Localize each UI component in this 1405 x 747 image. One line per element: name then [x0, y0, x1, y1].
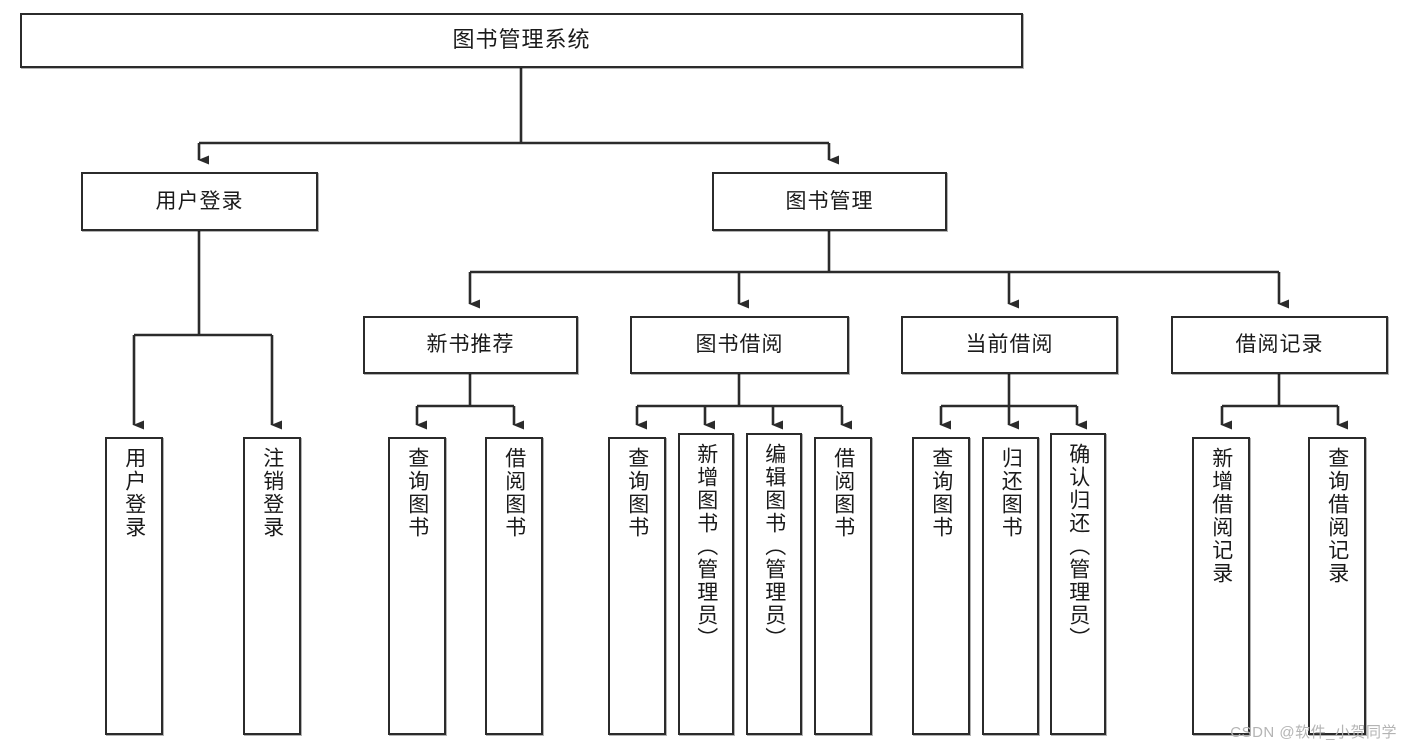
leaf-query-book-borrow[interactable]: 查询图书	[608, 437, 666, 735]
leaf-edit-book-admin[interactable]: 编辑图书（管理员）	[746, 433, 802, 735]
leaf-confirm-return-admin[interactable]: 确认归还（管理员）	[1050, 433, 1106, 735]
leaf-logout-login[interactable]: 注销登录	[243, 437, 301, 735]
leaf-borrow-book-recommend[interactable]: 借阅图书	[485, 437, 543, 735]
node-label: 注销登录	[260, 447, 284, 539]
leaf-add-book-admin[interactable]: 新增图书（管理员）	[678, 433, 734, 735]
node-label: 新增图书（管理员）	[694, 443, 718, 650]
leaf-query-borrow-record[interactable]: 查询借阅记录	[1308, 437, 1366, 735]
node-label: 归还图书	[999, 447, 1023, 539]
node-book-management[interactable]: 图书管理	[712, 172, 947, 231]
node-new-book-recommend[interactable]: 新书推荐	[363, 316, 578, 374]
node-label: 查询图书	[625, 447, 649, 539]
node-book-borrow[interactable]: 图书借阅	[630, 316, 849, 374]
node-label: 用户登录	[122, 447, 146, 539]
node-label: 查询图书	[405, 447, 429, 539]
node-borrow-record[interactable]: 借阅记录	[1171, 316, 1388, 374]
node-label: 查询借阅记录	[1325, 447, 1349, 585]
node-label: 借阅记录	[1235, 333, 1324, 357]
node-label: 借阅图书	[502, 447, 526, 539]
node-label: 新书推荐	[426, 333, 515, 357]
node-label: 借阅图书	[831, 447, 855, 539]
leaf-return-book[interactable]: 归还图书	[982, 437, 1039, 735]
leaf-user-login[interactable]: 用户登录	[105, 437, 163, 735]
node-label: 确认归还（管理员）	[1066, 443, 1090, 650]
csdn-watermark: CSDN @软件_小贺同学	[1230, 724, 1397, 741]
node-user-login[interactable]: 用户登录	[81, 172, 318, 231]
node-label: 新增借阅记录	[1209, 447, 1233, 585]
node-label: 当前借阅	[965, 333, 1054, 357]
node-label: 图书借阅	[695, 333, 784, 357]
leaf-add-borrow-record[interactable]: 新增借阅记录	[1192, 437, 1250, 735]
node-label: 图书管理	[785, 189, 874, 213]
node-root-system[interactable]: 图书管理系统	[20, 13, 1023, 68]
leaf-borrow-book[interactable]: 借阅图书	[814, 437, 872, 735]
node-label: 用户登录	[155, 189, 244, 213]
node-label: 图书管理系统	[452, 27, 591, 53]
node-current-borrow[interactable]: 当前借阅	[901, 316, 1118, 374]
leaf-query-book-current[interactable]: 查询图书	[912, 437, 970, 735]
leaf-query-book-recommend[interactable]: 查询图书	[388, 437, 446, 735]
node-label: 查询图书	[929, 447, 953, 539]
node-label: 编辑图书（管理员）	[762, 443, 786, 650]
